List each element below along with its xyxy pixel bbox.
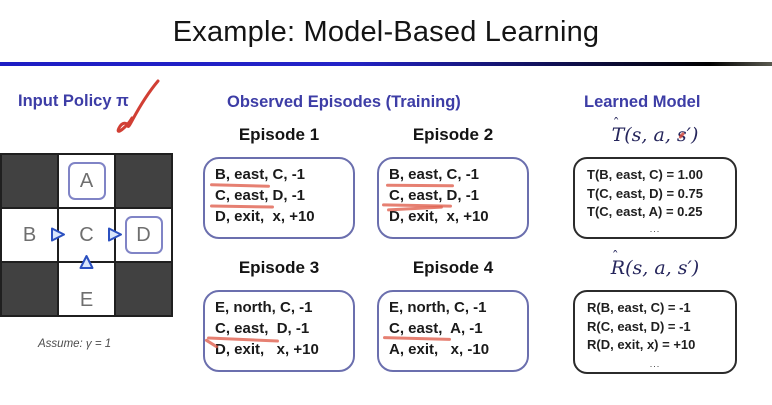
grid-cell-wall xyxy=(2,155,57,207)
policy-arrow-east-icon xyxy=(51,227,65,242)
grid-cell-e: E xyxy=(59,263,114,315)
grid-cell-b: B xyxy=(2,209,57,261)
exit-state-box-a: A xyxy=(67,162,106,200)
title-divider xyxy=(0,62,772,66)
episode-title: Episode 3 xyxy=(238,258,320,277)
transition-line: D, exit, x, +10 xyxy=(215,341,319,358)
transition-line: E, north, C, -1 xyxy=(389,299,487,316)
model-line: R(D, exit, x) = +10 xyxy=(587,337,696,352)
transition-line: C, east, D, -1 xyxy=(389,187,480,204)
episode-box: E, north, C, -1 C, east, A, -1 A, exit, … xyxy=(377,290,529,372)
episode-box: B, east, C, -1 C, east, D, -1 D, exit, x… xyxy=(377,157,529,239)
transition-model-box: T(B, east, C) = 1.00 T(C, east, D) = 0.7… xyxy=(573,157,737,239)
transition-line: B, east, C, -1 xyxy=(215,166,306,183)
grid-label-c: C xyxy=(79,223,94,246)
grid-label-b: B xyxy=(22,223,37,246)
ellipsis: ... xyxy=(649,359,661,369)
episode-3: Episode 3 E, north, C, -1 C, east, D, -1… xyxy=(203,258,355,372)
episode-title: Episode 2 xyxy=(412,125,494,144)
episode-title: Episode 4 xyxy=(412,258,494,277)
model-line: T(C, east, D) = 0.75 xyxy=(587,185,703,201)
grid-cell-wall xyxy=(116,263,171,315)
transition-line: C, east, A, -1 xyxy=(389,320,483,337)
policy-arrow-east-icon xyxy=(108,227,122,242)
episode-4: Episode 4 E, north, C, -1 C, east, A, -1… xyxy=(377,258,529,372)
episode-box: E, north, C, -1 C, east, D, -1 D, exit, … xyxy=(203,290,355,372)
formula-args: (s, a, s′) xyxy=(624,124,699,146)
grid-label-a: A xyxy=(79,169,94,192)
gridworld: A B C D E xyxy=(0,153,173,317)
episode-box: B, east, C, -1 C, east, D, -1 D, exit, x… xyxy=(203,157,355,239)
input-policy-header: Input Policy π xyxy=(18,92,129,110)
grid-cell-a: A xyxy=(59,155,114,207)
grid-cell-d: D xyxy=(116,209,171,261)
episode-1: Episode 1 B, east, C, -1 C, east, D, -1 … xyxy=(203,125,355,239)
formula-letter: R xyxy=(610,257,626,279)
page-title: Example: Model-Based Learning xyxy=(172,16,600,48)
grid-cell-c: C xyxy=(59,209,114,261)
reward-model-box: R(B, east, C) = -1 R(C, east, D) = -1 R(… xyxy=(573,290,737,374)
hat-accent: ˆ xyxy=(611,249,619,265)
formula-args: (s, a, s′) xyxy=(625,257,700,279)
red-underline-annotation xyxy=(385,183,455,188)
transition-line: E, north, C, -1 xyxy=(215,299,313,316)
hat-accent: ˆ xyxy=(612,116,620,132)
red-checkmark-icon xyxy=(116,79,160,133)
model-line: R(C, east, D) = -1 xyxy=(587,318,691,334)
episode-title: Episode 1 xyxy=(238,125,320,144)
grid-cell-wall xyxy=(2,263,57,315)
transition-line: A, exit, x, -10 xyxy=(389,341,490,358)
transition-line: B, east, C, -1 xyxy=(389,166,480,183)
exit-state-box-d: D xyxy=(124,216,163,254)
learned-model-header: Learned Model xyxy=(584,93,701,111)
transition-line: C, east, D, -1 xyxy=(215,187,306,204)
model-line: T(C, east, A) = 0.25 xyxy=(587,204,703,219)
policy-arrow-north-icon xyxy=(79,255,94,269)
model-line: R(B, east, C) = -1 xyxy=(587,300,691,315)
observed-episodes-header: Observed Episodes (Training) xyxy=(227,93,461,111)
grid-label-d: D xyxy=(136,223,151,246)
grid-cell-wall xyxy=(116,155,171,207)
ellipsis: ... xyxy=(649,224,661,234)
episode-2: Episode 2 B, east, C, -1 C, east, D, -1 … xyxy=(377,125,529,239)
formula-letter: T xyxy=(611,124,625,146)
model-line: T(B, east, C) = 1.00 xyxy=(587,167,703,182)
gamma-assumption: Assume: γ = 1 xyxy=(38,338,112,350)
transition-line: C, east, D, -1 xyxy=(215,320,310,337)
grid-label-e: E xyxy=(79,289,94,311)
transition-line: D, exit, x, +10 xyxy=(389,208,489,225)
transition-line: D, exit, x, +10 xyxy=(215,208,315,225)
